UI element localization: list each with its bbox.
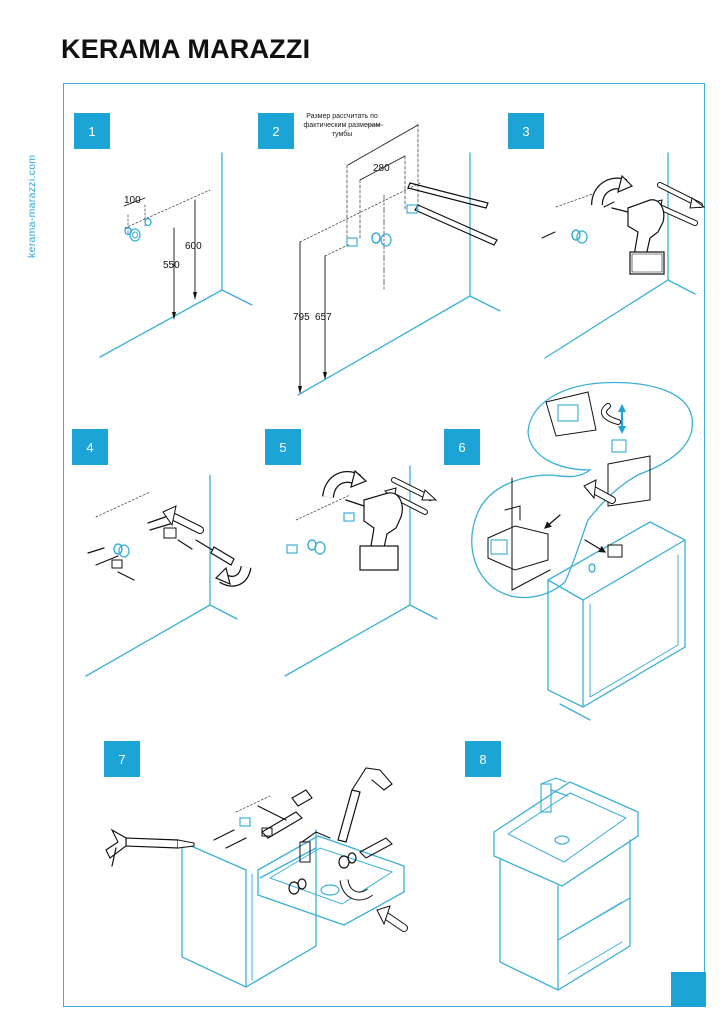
step-badge-4: 4 (72, 429, 108, 465)
step-badge-7: 7 (104, 741, 140, 777)
step4-drawing (85, 474, 252, 677)
step1-drawing (99, 152, 253, 358)
step-badge-6: 6 (444, 429, 480, 465)
instruction-frame (63, 83, 705, 1007)
step1-dim-spacing: 100 (124, 195, 141, 206)
step2-dim-height-low: 657 (315, 312, 332, 323)
brand-logo: KERAMA MARAZZI (61, 34, 311, 64)
step6-drawing (471, 381, 694, 721)
step2-dim-height-high: 795 (293, 312, 310, 323)
step1-dim-height-low: 550 (163, 260, 180, 271)
step-badge-3: 3 (508, 113, 544, 149)
step-badge-1: 1 (74, 113, 110, 149)
step8-drawing (493, 777, 639, 991)
step2-note: Размер рассчитать по фактическим размера… (303, 113, 381, 138)
step7-drawing (105, 767, 408, 988)
step-badge-8: 8 (465, 741, 501, 777)
step-badge-5: 5 (265, 429, 301, 465)
step2-drawing (297, 123, 501, 396)
step3-drawing (541, 152, 706, 359)
step-badge-2: 2 (258, 113, 294, 149)
step1-dim-height-high: 600 (185, 241, 202, 252)
page-corner-block (671, 972, 706, 1007)
step5-drawing (284, 465, 438, 677)
